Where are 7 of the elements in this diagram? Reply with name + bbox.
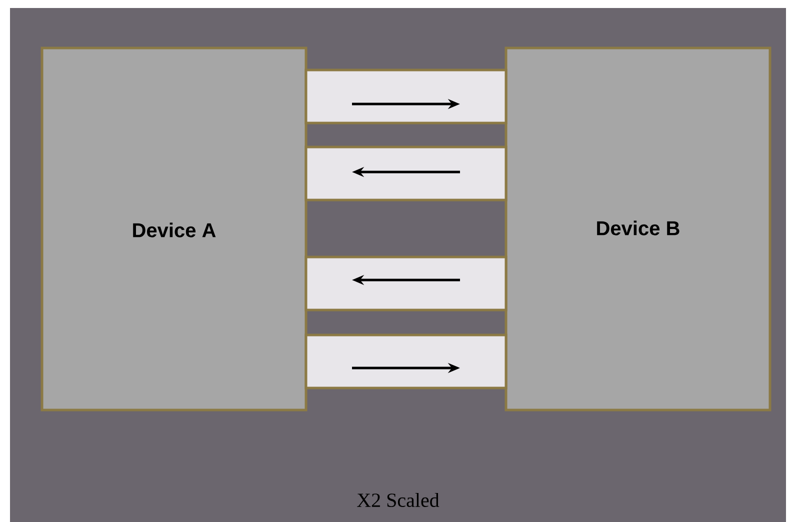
- caption: X2 Scaled: [357, 492, 440, 508]
- lane-bar: [304, 68, 508, 124]
- device-box: Device B: [504, 46, 772, 412]
- lane-bar: [304, 146, 508, 202]
- lane-bar: [304, 334, 508, 390]
- device-box: Device A: [40, 46, 308, 412]
- lane-bar: [304, 256, 508, 312]
